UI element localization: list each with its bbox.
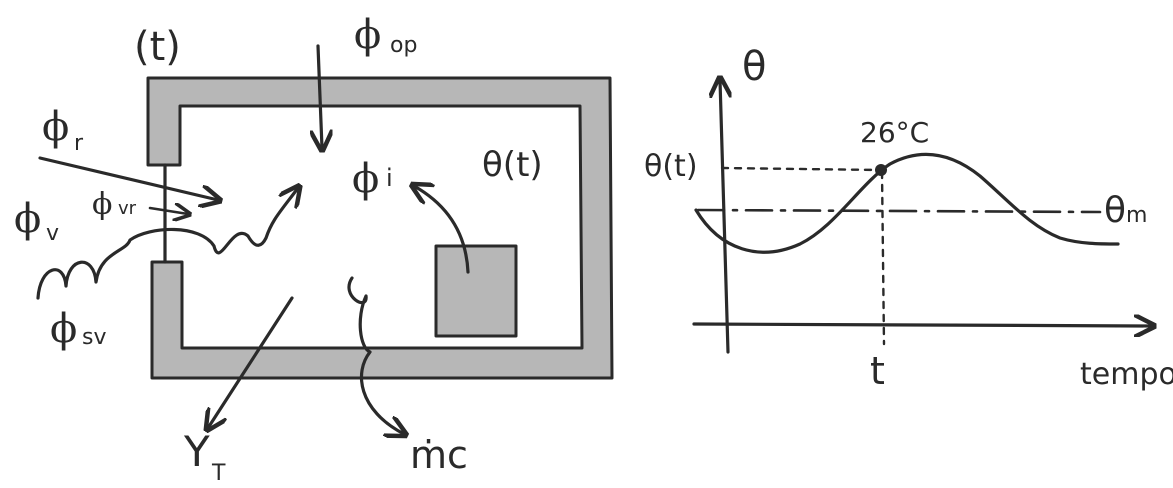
yt-symbol: Y xyxy=(183,427,210,476)
t-projection xyxy=(880,170,886,346)
room-wall-top xyxy=(146,76,614,380)
theta-t-room-label: θ(t) xyxy=(482,145,543,185)
phi-v-wavy-arrow xyxy=(36,188,298,300)
current-point xyxy=(875,164,887,176)
phi-op-symbol: ϕ xyxy=(354,12,381,58)
phi-vr-subscript: vr xyxy=(118,198,137,219)
yt-subscript: T xyxy=(211,461,226,486)
mc-arrow xyxy=(347,276,404,434)
phi-i-subscript: i xyxy=(386,164,393,192)
x-axis xyxy=(692,324,1152,326)
phi-i-arrow xyxy=(414,186,470,274)
phi-op-subscript: op xyxy=(390,33,417,58)
t-axis-tick-label: t xyxy=(870,349,885,393)
phi-r-subscript: r xyxy=(74,131,84,156)
time-label: (t) xyxy=(134,24,181,70)
phi-vr-arrow xyxy=(148,208,188,214)
y-axis xyxy=(720,80,728,354)
phi-v-subscript: v xyxy=(46,221,59,246)
phi-op-arrow xyxy=(318,44,322,148)
mean-temperature-line xyxy=(696,208,1102,214)
mc-label: ṁc xyxy=(410,433,468,477)
temperature-graph: θ θ(t) 26°C θ m t tempo xyxy=(644,44,1173,393)
internal-heat-source xyxy=(434,244,518,338)
temperature-curve xyxy=(694,152,1120,254)
room-schematic: (t) ϕ op ϕ r ϕ v ϕ vr ϕ sv ϕ i θ(t) Y T … xyxy=(14,12,614,486)
phi-r-arrow xyxy=(38,156,218,200)
y-axis-label: θ xyxy=(742,44,766,90)
yt-arrow xyxy=(208,296,294,428)
phi-sv-symbol: ϕ xyxy=(50,306,77,352)
theta-m-subscript: m xyxy=(1126,203,1147,228)
phi-v-symbol: ϕ xyxy=(14,196,41,242)
point-value-label: 26°C xyxy=(860,116,929,149)
theta-t-graph-label: θ(t) xyxy=(644,149,698,184)
x-axis-label: tempo xyxy=(1080,357,1173,392)
theta-t-projection xyxy=(720,166,882,172)
phi-vr-symbol: ϕ xyxy=(92,187,112,222)
phi-r-symbol: ϕ xyxy=(42,104,69,150)
phi-i-symbol: ϕ xyxy=(352,156,379,202)
theta-m-symbol: θ xyxy=(1104,190,1126,231)
phi-sv-subscript: sv xyxy=(82,325,106,350)
